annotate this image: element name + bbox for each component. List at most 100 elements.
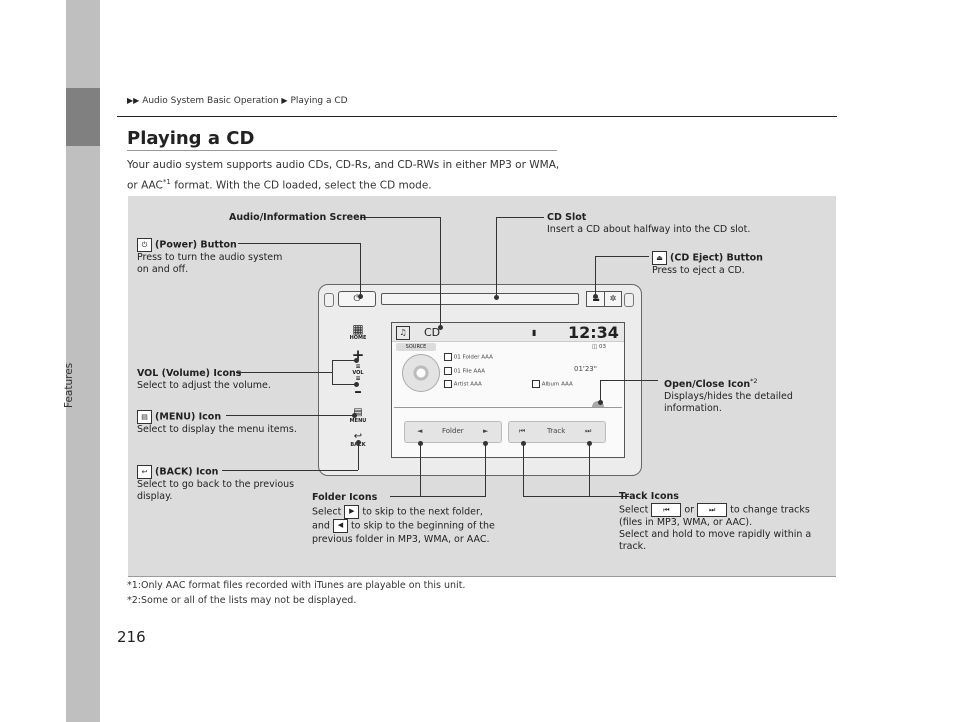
leader-dot bbox=[354, 382, 359, 387]
back-icon-button[interactable]: ↩ BACK bbox=[346, 431, 370, 449]
leader-dot bbox=[593, 294, 598, 299]
intro-paragraph: Your audio system supports audio CDs, CD… bbox=[127, 157, 597, 195]
folder-next-icon[interactable]: ► bbox=[483, 427, 489, 435]
track-previous-icon[interactable]: ⏮ bbox=[519, 427, 526, 435]
open-close-callout: Open/Close Icon*2 Displays/hides the det… bbox=[664, 377, 793, 415]
file-icon bbox=[444, 367, 452, 375]
intro-line: Your audio system supports audio CDs, CD… bbox=[127, 159, 560, 171]
leader-line bbox=[390, 496, 486, 497]
leader-line bbox=[496, 217, 497, 297]
track-controls: ⏮ Track ⏭ bbox=[508, 421, 606, 443]
file-row: 01 File AAA bbox=[444, 367, 485, 375]
cd-slot-callout: CD Slot Insert a CD about halfway into t… bbox=[547, 212, 751, 235]
power-button-callout: ⏻ (Power) Button Press to turn the audio… bbox=[137, 238, 283, 275]
leader-line bbox=[332, 384, 356, 385]
leader-dot bbox=[438, 325, 443, 330]
breadcrumb-arrow-icon: ▶▶ bbox=[127, 96, 140, 105]
eject-icon: ⏏ bbox=[652, 251, 667, 265]
breadcrumb-item: Playing a CD bbox=[290, 96, 348, 106]
breadcrumb-arrow-icon: ▶ bbox=[281, 96, 288, 105]
folder-row: 01 Folder AAA bbox=[444, 353, 493, 361]
bezel-knob-icon bbox=[324, 293, 334, 307]
home-icon: ▦ bbox=[352, 322, 364, 336]
power-button[interactable]: ⏻ bbox=[338, 291, 376, 307]
source-tab[interactable]: SOURCE bbox=[396, 343, 436, 351]
back-icon: ↩ bbox=[353, 431, 363, 442]
elapsed-time: 01'23" bbox=[574, 365, 597, 373]
page-number: 216 bbox=[117, 628, 146, 646]
screen-header bbox=[392, 323, 624, 342]
menu-icon-button[interactable]: ▤ MENU bbox=[346, 407, 370, 425]
source-label: CD bbox=[424, 326, 441, 339]
leader-dot bbox=[358, 294, 363, 299]
panel-rule bbox=[128, 576, 836, 577]
folder-next-icon: ▶ bbox=[344, 504, 360, 519]
leader-dot bbox=[418, 441, 423, 446]
leader-dot bbox=[587, 441, 592, 446]
leader-dot bbox=[598, 400, 603, 405]
track-next-icon[interactable]: ⏭ bbox=[585, 427, 592, 435]
page-title: Playing a CD bbox=[127, 128, 255, 149]
leader-line bbox=[595, 256, 649, 257]
menu-icon: ▤ bbox=[353, 407, 363, 418]
screen-divider bbox=[394, 407, 622, 408]
leader-dot bbox=[352, 413, 357, 418]
folder-label: Folder bbox=[442, 427, 464, 435]
leader-line bbox=[360, 243, 361, 295]
leader-line bbox=[332, 360, 356, 361]
back-icon-callout: ↩ (BACK) Icon Select to go back to the p… bbox=[137, 465, 295, 502]
leader-dot bbox=[354, 358, 359, 363]
leader-line bbox=[440, 217, 441, 327]
back-icon: ↩ bbox=[137, 465, 152, 479]
home-icon-button[interactable]: ▦ HOME bbox=[346, 322, 370, 341]
power-icon: ⏻ bbox=[137, 238, 152, 252]
leader-line bbox=[523, 496, 629, 497]
leader-line bbox=[222, 470, 358, 471]
breadcrumb: ▶▶ Audio System Basic Operation ▶ Playin… bbox=[127, 96, 348, 106]
track-icons-callout: Track Icons Select ⏮ or ⏭ to change trac… bbox=[619, 491, 812, 552]
footnote: *1:Only AAC format files recorded with i… bbox=[127, 580, 466, 591]
leader-line bbox=[523, 443, 524, 496]
title-rule bbox=[127, 150, 557, 151]
album-row: Album AAA bbox=[532, 380, 573, 388]
leader-dot bbox=[521, 441, 526, 446]
eject-button-callout: ⏏ (CD Eject) Button Press to eject a CD. bbox=[652, 251, 763, 276]
phone-status-icon: ▮ bbox=[532, 328, 537, 337]
cd-disc-icon bbox=[402, 354, 440, 392]
intro-line: or AAC*1 format. With the CD loaded, sel… bbox=[127, 178, 432, 192]
leader-line bbox=[589, 443, 590, 496]
volume-down-icon[interactable]: – bbox=[354, 382, 362, 400]
leader-line bbox=[600, 380, 601, 402]
track-next-icon: ⏭ bbox=[697, 503, 728, 517]
audio-information-screen: ♫ CD ▮ 12:34 SOURCE ◫ 03 01 Folder AAA 0… bbox=[391, 322, 625, 458]
side-label: Features bbox=[63, 362, 75, 408]
cd-slot bbox=[381, 293, 579, 305]
track-label: Track bbox=[547, 427, 566, 435]
side-icon-column: ▦ HOME + ≡ VOL ≡ – ▤ MENU ↩ BACK bbox=[344, 322, 372, 456]
folder-previous-icon: ◀ bbox=[332, 518, 348, 533]
leader-line bbox=[358, 442, 359, 470]
power-icon: ⏻ bbox=[353, 294, 361, 304]
leader-dot bbox=[483, 441, 488, 446]
leader-line bbox=[595, 256, 596, 296]
audio-screen-callout: Audio/Information Screen bbox=[229, 212, 367, 223]
folder-icon bbox=[444, 353, 452, 361]
chapter-tab-active bbox=[66, 88, 100, 146]
leader-line bbox=[332, 360, 333, 384]
brightness-icon: ✲ bbox=[609, 294, 617, 303]
leader-line bbox=[238, 243, 360, 244]
leader-line bbox=[485, 443, 486, 496]
breadcrumb-item: Audio System Basic Operation bbox=[142, 96, 279, 106]
track-previous-icon: ⏮ bbox=[651, 503, 682, 517]
volume-callout: VOL (Volume) Icons Select to adjust the … bbox=[137, 368, 271, 391]
brightness-button[interactable]: ✲ bbox=[604, 291, 622, 307]
clock: 12:34 bbox=[568, 323, 619, 342]
leader-line bbox=[226, 415, 354, 416]
leader-line bbox=[236, 372, 332, 373]
header-rule bbox=[117, 116, 837, 117]
leader-dot bbox=[356, 440, 361, 445]
folder-previous-icon[interactable]: ◄ bbox=[417, 427, 423, 435]
volume-label: ≡ VOL ≡ bbox=[346, 364, 370, 382]
album-icon bbox=[532, 380, 540, 388]
artist-icon bbox=[444, 380, 452, 388]
